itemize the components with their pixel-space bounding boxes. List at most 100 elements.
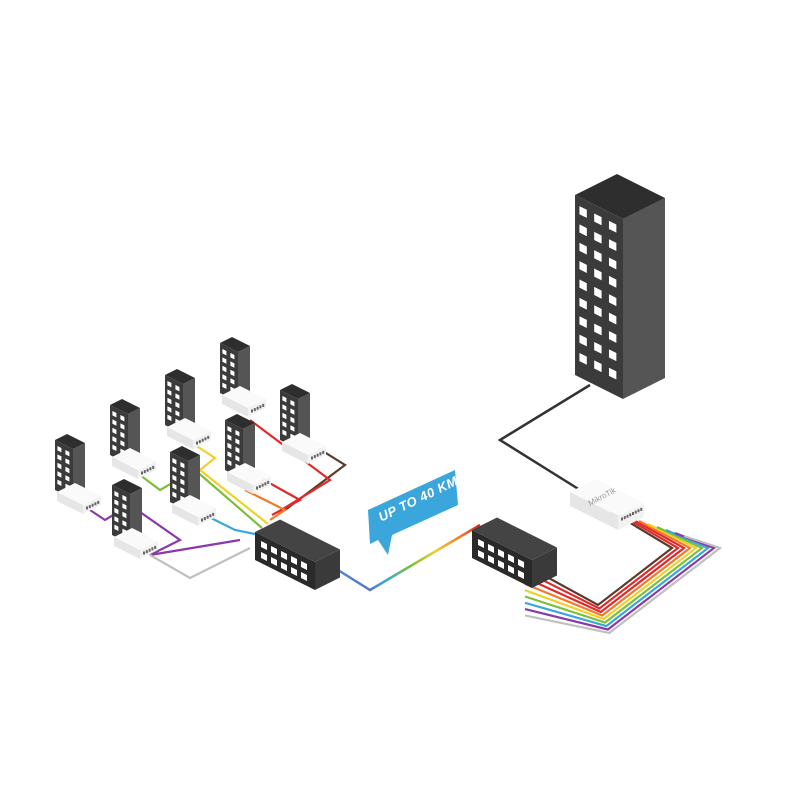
window bbox=[112, 411, 117, 418]
window bbox=[114, 491, 119, 498]
window bbox=[282, 429, 287, 436]
window bbox=[579, 297, 587, 310]
port bbox=[97, 500, 100, 504]
window bbox=[608, 294, 617, 307]
face-top bbox=[114, 528, 158, 550]
port bbox=[258, 485, 261, 489]
window bbox=[57, 479, 62, 486]
port bbox=[264, 482, 267, 486]
port bbox=[141, 471, 143, 475]
port bbox=[212, 512, 215, 516]
port bbox=[313, 455, 316, 459]
left-mux-chassis bbox=[255, 519, 340, 590]
port bbox=[322, 450, 325, 454]
port bbox=[621, 517, 623, 521]
branch-switch bbox=[282, 433, 326, 464]
port bbox=[256, 406, 259, 410]
branch-switch bbox=[167, 418, 211, 449]
port bbox=[149, 467, 152, 471]
window bbox=[594, 323, 602, 336]
right-mux-chassis bbox=[472, 517, 557, 588]
window bbox=[167, 414, 172, 421]
port bbox=[261, 483, 264, 487]
branch-switch bbox=[112, 448, 156, 479]
port bbox=[311, 456, 313, 460]
port bbox=[316, 453, 319, 457]
window bbox=[57, 462, 62, 470]
window bbox=[180, 487, 185, 494]
window bbox=[222, 349, 227, 356]
fanout-cable bbox=[524, 520, 693, 617]
port bbox=[148, 548, 151, 552]
module-slot bbox=[261, 541, 267, 550]
face-right bbox=[315, 549, 340, 590]
port bbox=[143, 551, 145, 555]
window bbox=[235, 446, 240, 454]
face-left bbox=[172, 504, 198, 526]
module-slot bbox=[478, 550, 484, 559]
window bbox=[579, 279, 587, 292]
window bbox=[579, 352, 587, 365]
window bbox=[112, 419, 117, 426]
port bbox=[267, 480, 270, 484]
window bbox=[608, 239, 617, 252]
cable-yellow bbox=[194, 444, 269, 525]
window bbox=[235, 430, 240, 437]
fanout-cable bbox=[524, 514, 680, 610]
face-top bbox=[220, 337, 250, 352]
face-right bbox=[623, 198, 665, 399]
window bbox=[290, 400, 295, 407]
window bbox=[230, 369, 235, 377]
window bbox=[222, 365, 227, 373]
face-top bbox=[472, 517, 557, 560]
port bbox=[198, 440, 201, 444]
cable-purple bbox=[89, 503, 241, 557]
window bbox=[122, 520, 127, 527]
window bbox=[227, 459, 232, 466]
window bbox=[230, 361, 235, 368]
core-switch: MikroTik bbox=[570, 479, 644, 530]
window bbox=[227, 426, 232, 433]
window bbox=[175, 410, 180, 417]
fanout-cable bbox=[524, 528, 711, 628]
port bbox=[259, 405, 262, 409]
window bbox=[167, 389, 172, 396]
window bbox=[172, 458, 177, 465]
window bbox=[112, 436, 117, 443]
window bbox=[122, 495, 127, 502]
port bbox=[637, 509, 640, 513]
face-top bbox=[227, 463, 271, 485]
window bbox=[222, 382, 227, 389]
window bbox=[120, 440, 125, 447]
port bbox=[201, 438, 204, 442]
module-slot bbox=[478, 539, 484, 548]
module-slot bbox=[498, 549, 504, 558]
window bbox=[594, 341, 602, 354]
window bbox=[608, 367, 617, 380]
module-slot bbox=[281, 562, 287, 571]
window bbox=[594, 286, 602, 299]
face-top bbox=[280, 384, 310, 399]
port bbox=[151, 547, 154, 551]
window bbox=[608, 331, 617, 343]
port bbox=[204, 437, 207, 441]
port bbox=[203, 517, 206, 521]
module-slot bbox=[301, 561, 307, 570]
window bbox=[594, 268, 602, 281]
window bbox=[180, 462, 185, 469]
window bbox=[112, 427, 117, 435]
window bbox=[180, 478, 185, 486]
window bbox=[122, 503, 127, 510]
module-slot bbox=[508, 565, 514, 574]
branch-building bbox=[55, 434, 85, 499]
branch-building bbox=[110, 399, 140, 464]
window bbox=[65, 458, 70, 465]
face-top bbox=[282, 433, 326, 455]
port bbox=[632, 512, 634, 515]
window bbox=[230, 378, 235, 385]
module-slot bbox=[518, 570, 524, 579]
cable-grey bbox=[149, 547, 251, 580]
face-left bbox=[114, 537, 140, 559]
port bbox=[251, 409, 253, 413]
window bbox=[175, 385, 180, 392]
